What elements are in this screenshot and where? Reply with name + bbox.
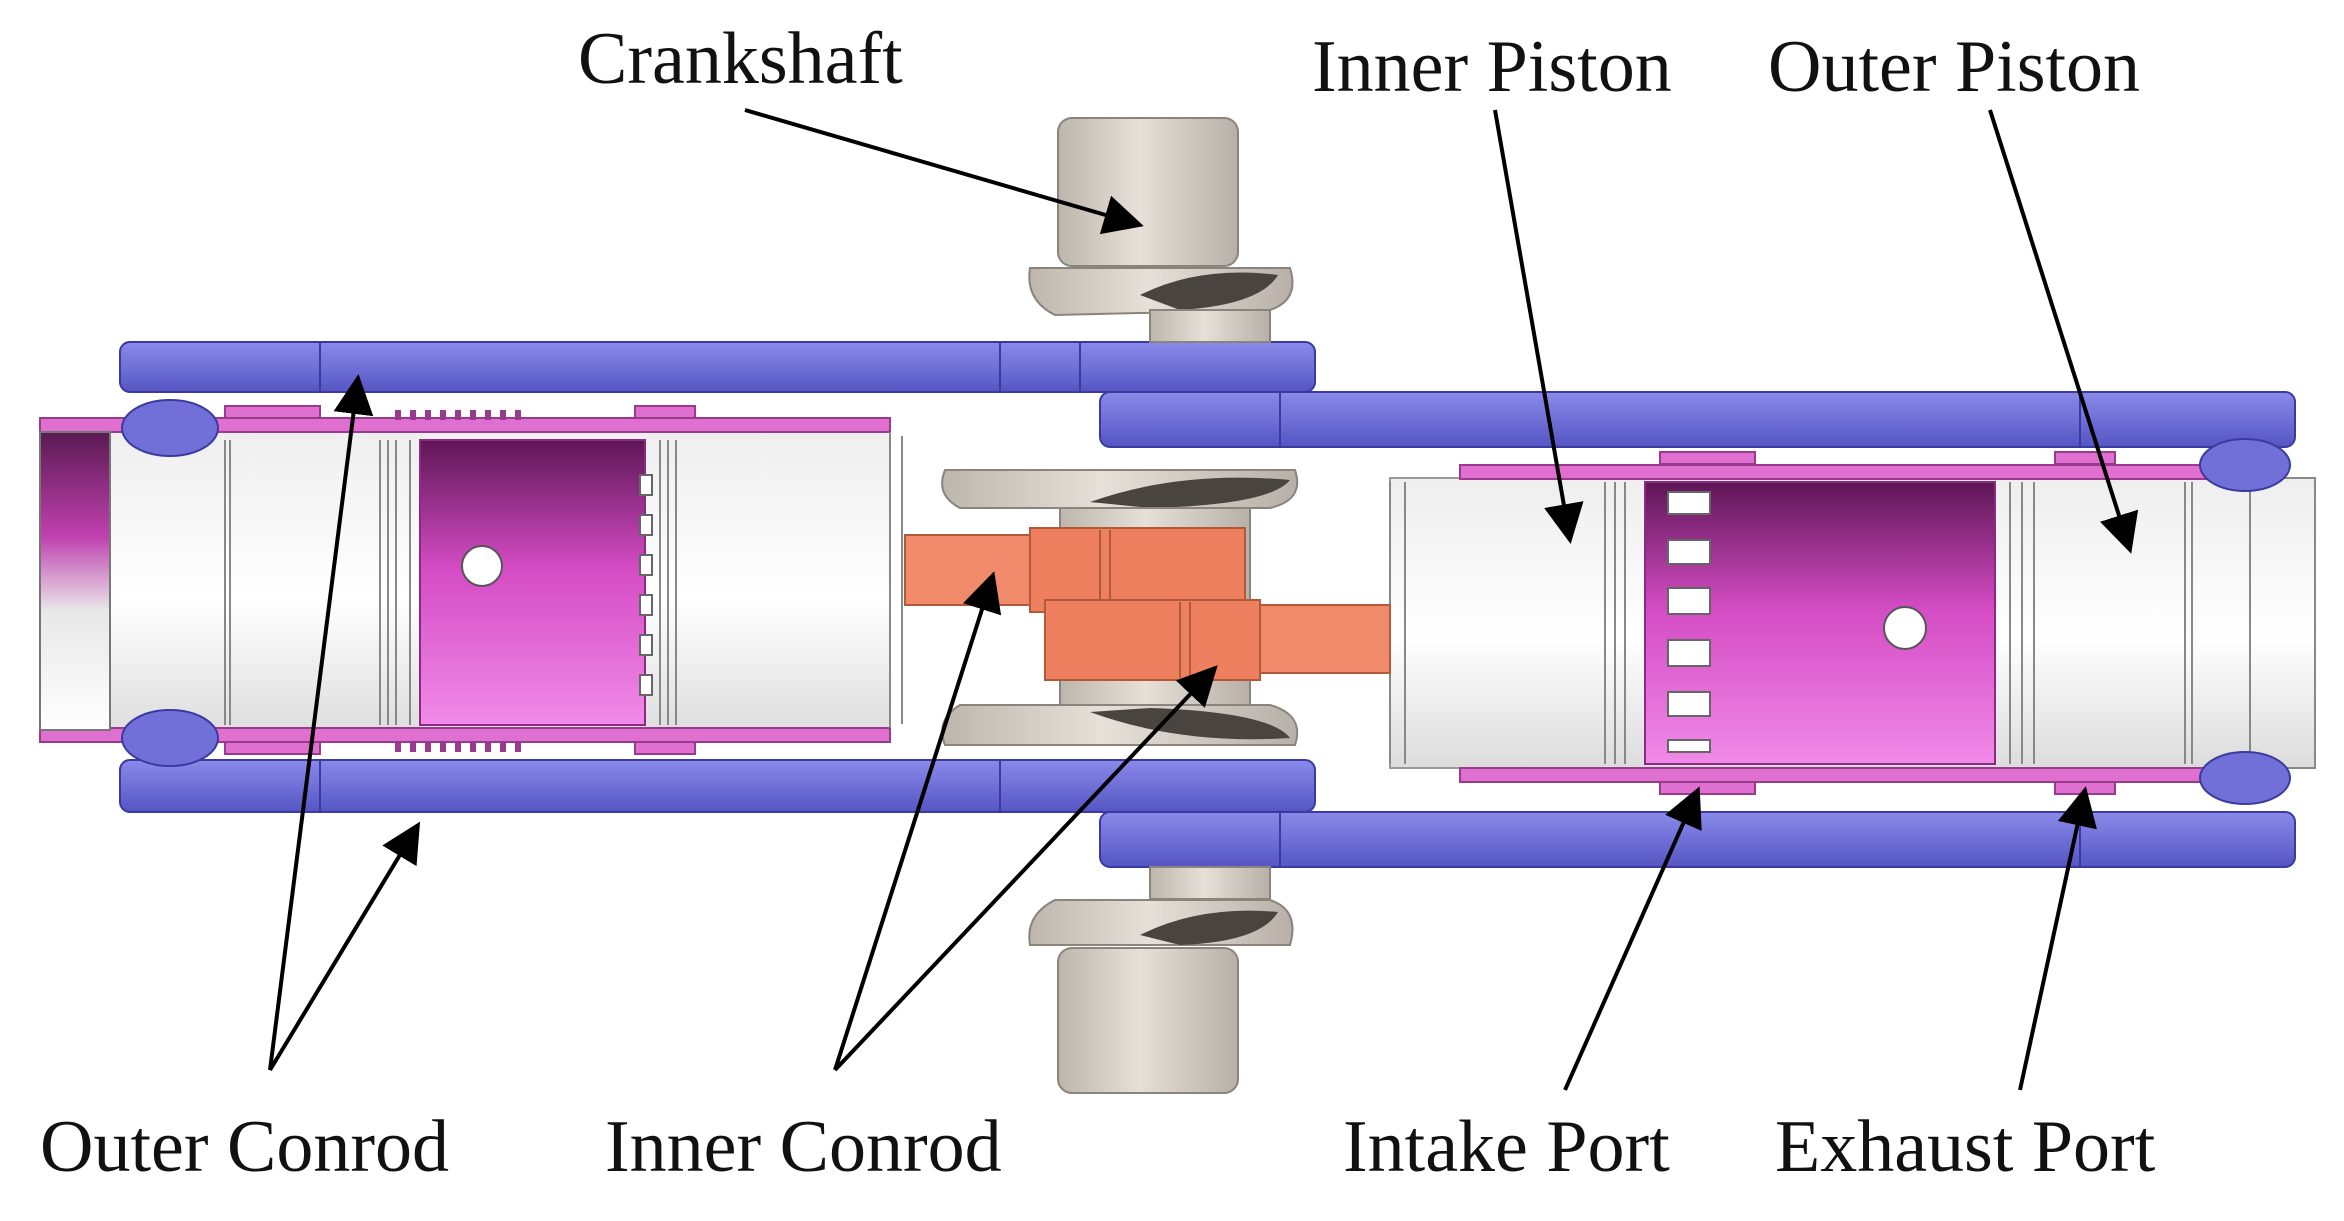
label-outer-conrod: Outer Conrod (40, 1106, 449, 1188)
arrow-inner-conrod-2 (833, 665, 1218, 1072)
label-exhaust-port: Exhaust Port (1775, 1106, 2156, 1188)
arrow-outer-conrod-2 (268, 821, 421, 1072)
arrow-intake-port (1563, 786, 1702, 1091)
left-liner-top-strip (39, 417, 891, 433)
left-port-bands (224, 405, 696, 755)
left-port-fins-top (395, 410, 521, 420)
outer-conrod-left-lower (119, 759, 1316, 813)
left-cylinder (39, 405, 903, 755)
label-crankshaft: Crankshaft (578, 18, 903, 100)
leader-arrows (268, 108, 2139, 1091)
crankshaft-bottom-web-shadow (1140, 910, 1278, 945)
crankshaft-bottom-journal (1057, 947, 1239, 1094)
arrow-crankshaft (744, 108, 1144, 235)
arrow-inner-conrod-1 (833, 571, 1002, 1071)
arrow-outer-piston (1988, 109, 2139, 554)
crankshaft-mid-web-lower-shadow (1090, 708, 1290, 740)
right-cylinder (1389, 451, 2316, 795)
right-end-cap (2249, 477, 2316, 769)
crankshaft-lower-neck (1149, 866, 1271, 900)
left-liner-bottom-strip (39, 727, 891, 743)
outer-conrod-right-upper (1099, 391, 2296, 448)
outer-conrod-left-upper (119, 341, 1316, 393)
right-port-slots (1667, 491, 1711, 753)
label-inner-conrod: Inner Conrod (605, 1106, 1002, 1188)
left-piston-pin-hole (461, 545, 503, 587)
outer-conrods (119, 341, 2296, 868)
inner-conrod-right-big-end (1044, 599, 1261, 681)
crankshaft-upper-neck (1149, 309, 1271, 343)
right-ring-lines (1389, 482, 2193, 764)
arrow-inner-piston (1493, 109, 1584, 544)
left-ring-lines (224, 432, 903, 728)
label-outer-piston: Outer Piston (1768, 26, 2141, 108)
arrow-exhaust-port (2018, 786, 2097, 1091)
right-piston-pin-hole (1883, 606, 1927, 650)
crankshaft-top-web-shadow (1140, 272, 1278, 310)
left-end-cap (39, 431, 111, 731)
right-inner-skirt (1644, 481, 1996, 765)
arrow-outer-conrod-1 (268, 374, 374, 1071)
left-inner-skirt (419, 439, 646, 726)
left-port-slots (639, 474, 653, 696)
right-liner-top-strip (1459, 464, 2281, 480)
right-liner-bottom-strip (1459, 767, 2281, 783)
crankshaft-top-journal (1057, 117, 1239, 267)
label-intake-port: Intake Port (1343, 1106, 1670, 1188)
label-inner-piston: Inner Piston (1312, 26, 1672, 108)
inner-conrod-left-big-end (1029, 527, 1246, 613)
left-port-fins-bottom (395, 742, 521, 752)
inner-conrods (904, 527, 1391, 681)
crankshaft-mid-web-upper-shadow (1090, 477, 1290, 508)
outer-conrod-pins (121, 399, 2291, 805)
